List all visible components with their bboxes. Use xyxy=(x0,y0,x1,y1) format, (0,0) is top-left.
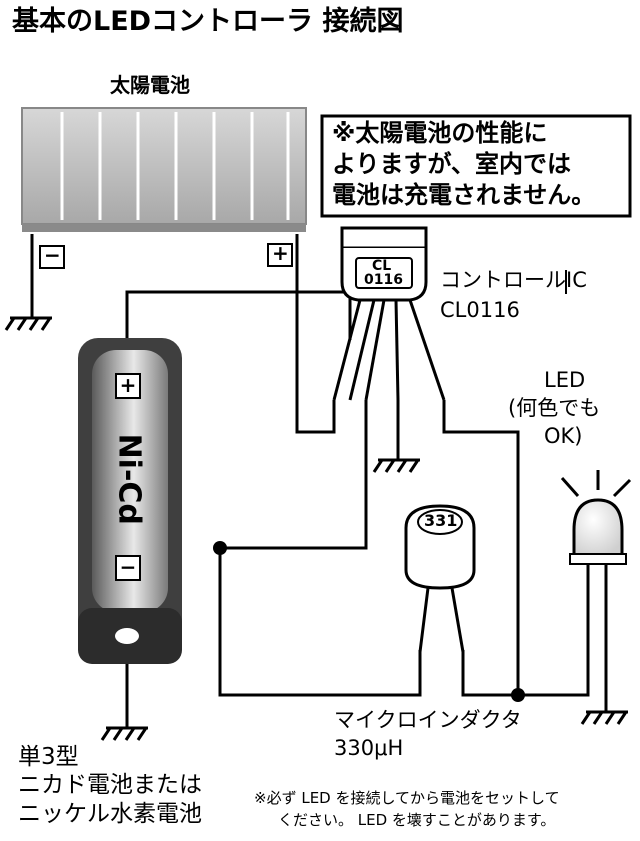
ic-marking-2: 0116 xyxy=(364,272,403,288)
solar-panel-edge xyxy=(22,224,306,232)
battery-minus-box xyxy=(115,555,141,581)
solar-panel xyxy=(21,107,307,269)
led-label-1: LED xyxy=(544,368,586,392)
solar-panel-stripes xyxy=(60,112,290,220)
ground-symbol-solar xyxy=(4,316,52,331)
ground-symbol-led xyxy=(580,710,628,725)
wire-inductor-led xyxy=(461,635,590,697)
ic-legs xyxy=(332,299,446,401)
note-line-2: よりますが、室内では xyxy=(332,150,572,178)
wires xyxy=(30,234,608,728)
led-dome xyxy=(572,498,624,558)
note-line-3: 電池は充電されません。 xyxy=(332,181,596,209)
inductor-marking-ring xyxy=(417,509,463,535)
warning-line-1: ※必ず LED を接続してから電池をセットして xyxy=(254,789,560,807)
ic-part-number: CL0116 xyxy=(440,298,520,322)
battery-plus-box xyxy=(115,373,141,399)
ground-symbol-battery xyxy=(100,726,148,741)
note-box-frame xyxy=(320,114,632,218)
battery-plus-mark: + xyxy=(119,373,137,397)
junction-dot xyxy=(213,541,227,555)
solar-plus-label: + xyxy=(272,241,289,265)
battery-label-1: 単3型 xyxy=(18,744,79,770)
warning-line-2: ください。 LED を壊すことがあります。 xyxy=(278,811,556,829)
led-component xyxy=(560,470,632,638)
led-glow-rays xyxy=(560,470,632,498)
battery-cell xyxy=(92,350,168,612)
ic-marking-box xyxy=(355,257,413,289)
led-label-2: (何色でも xyxy=(508,396,601,420)
note-line-1: ※太陽電池の性能に xyxy=(332,119,548,147)
ground-symbol-ic xyxy=(372,458,420,473)
inductor-marking: 331 xyxy=(424,511,458,530)
led-label-3: OK) xyxy=(544,424,583,448)
wire-ic-pin3 xyxy=(220,400,368,550)
inductor-label: マイクロインダクタ xyxy=(334,708,522,732)
battery-minus-contact xyxy=(115,628,139,644)
ic-top xyxy=(340,226,428,250)
solar-plus-terminal-box xyxy=(267,243,293,267)
micro-inductor xyxy=(404,504,476,653)
ic-marking-1: CL xyxy=(372,258,392,274)
ic-label: コントロールIC xyxy=(440,268,587,292)
solar-panel-body xyxy=(21,107,307,225)
battery-minus-mark: − xyxy=(119,555,137,579)
solar-panel-label: 太陽電池 xyxy=(110,73,190,97)
wire-solar-plus xyxy=(295,234,336,434)
page-title: 基本のLEDコントローラ 接続図 xyxy=(12,6,404,37)
battery-label-3: ニッケル水素電池 xyxy=(18,801,202,827)
battery-label-2: ニカド電池または xyxy=(18,772,202,798)
junction-dot xyxy=(511,688,525,702)
wire-battery-plus xyxy=(125,290,352,345)
battery-type-text: Ni-Cd xyxy=(111,433,147,525)
wire-rail-left xyxy=(218,548,422,697)
wire-ic-pin5 xyxy=(442,400,520,695)
control-ic xyxy=(332,226,446,401)
inductor-value: 330μH xyxy=(334,736,404,760)
led-rim xyxy=(569,553,627,565)
solar-minus-label: − xyxy=(44,243,61,267)
solar-minus-terminal-box xyxy=(39,245,65,269)
battery xyxy=(78,338,182,664)
